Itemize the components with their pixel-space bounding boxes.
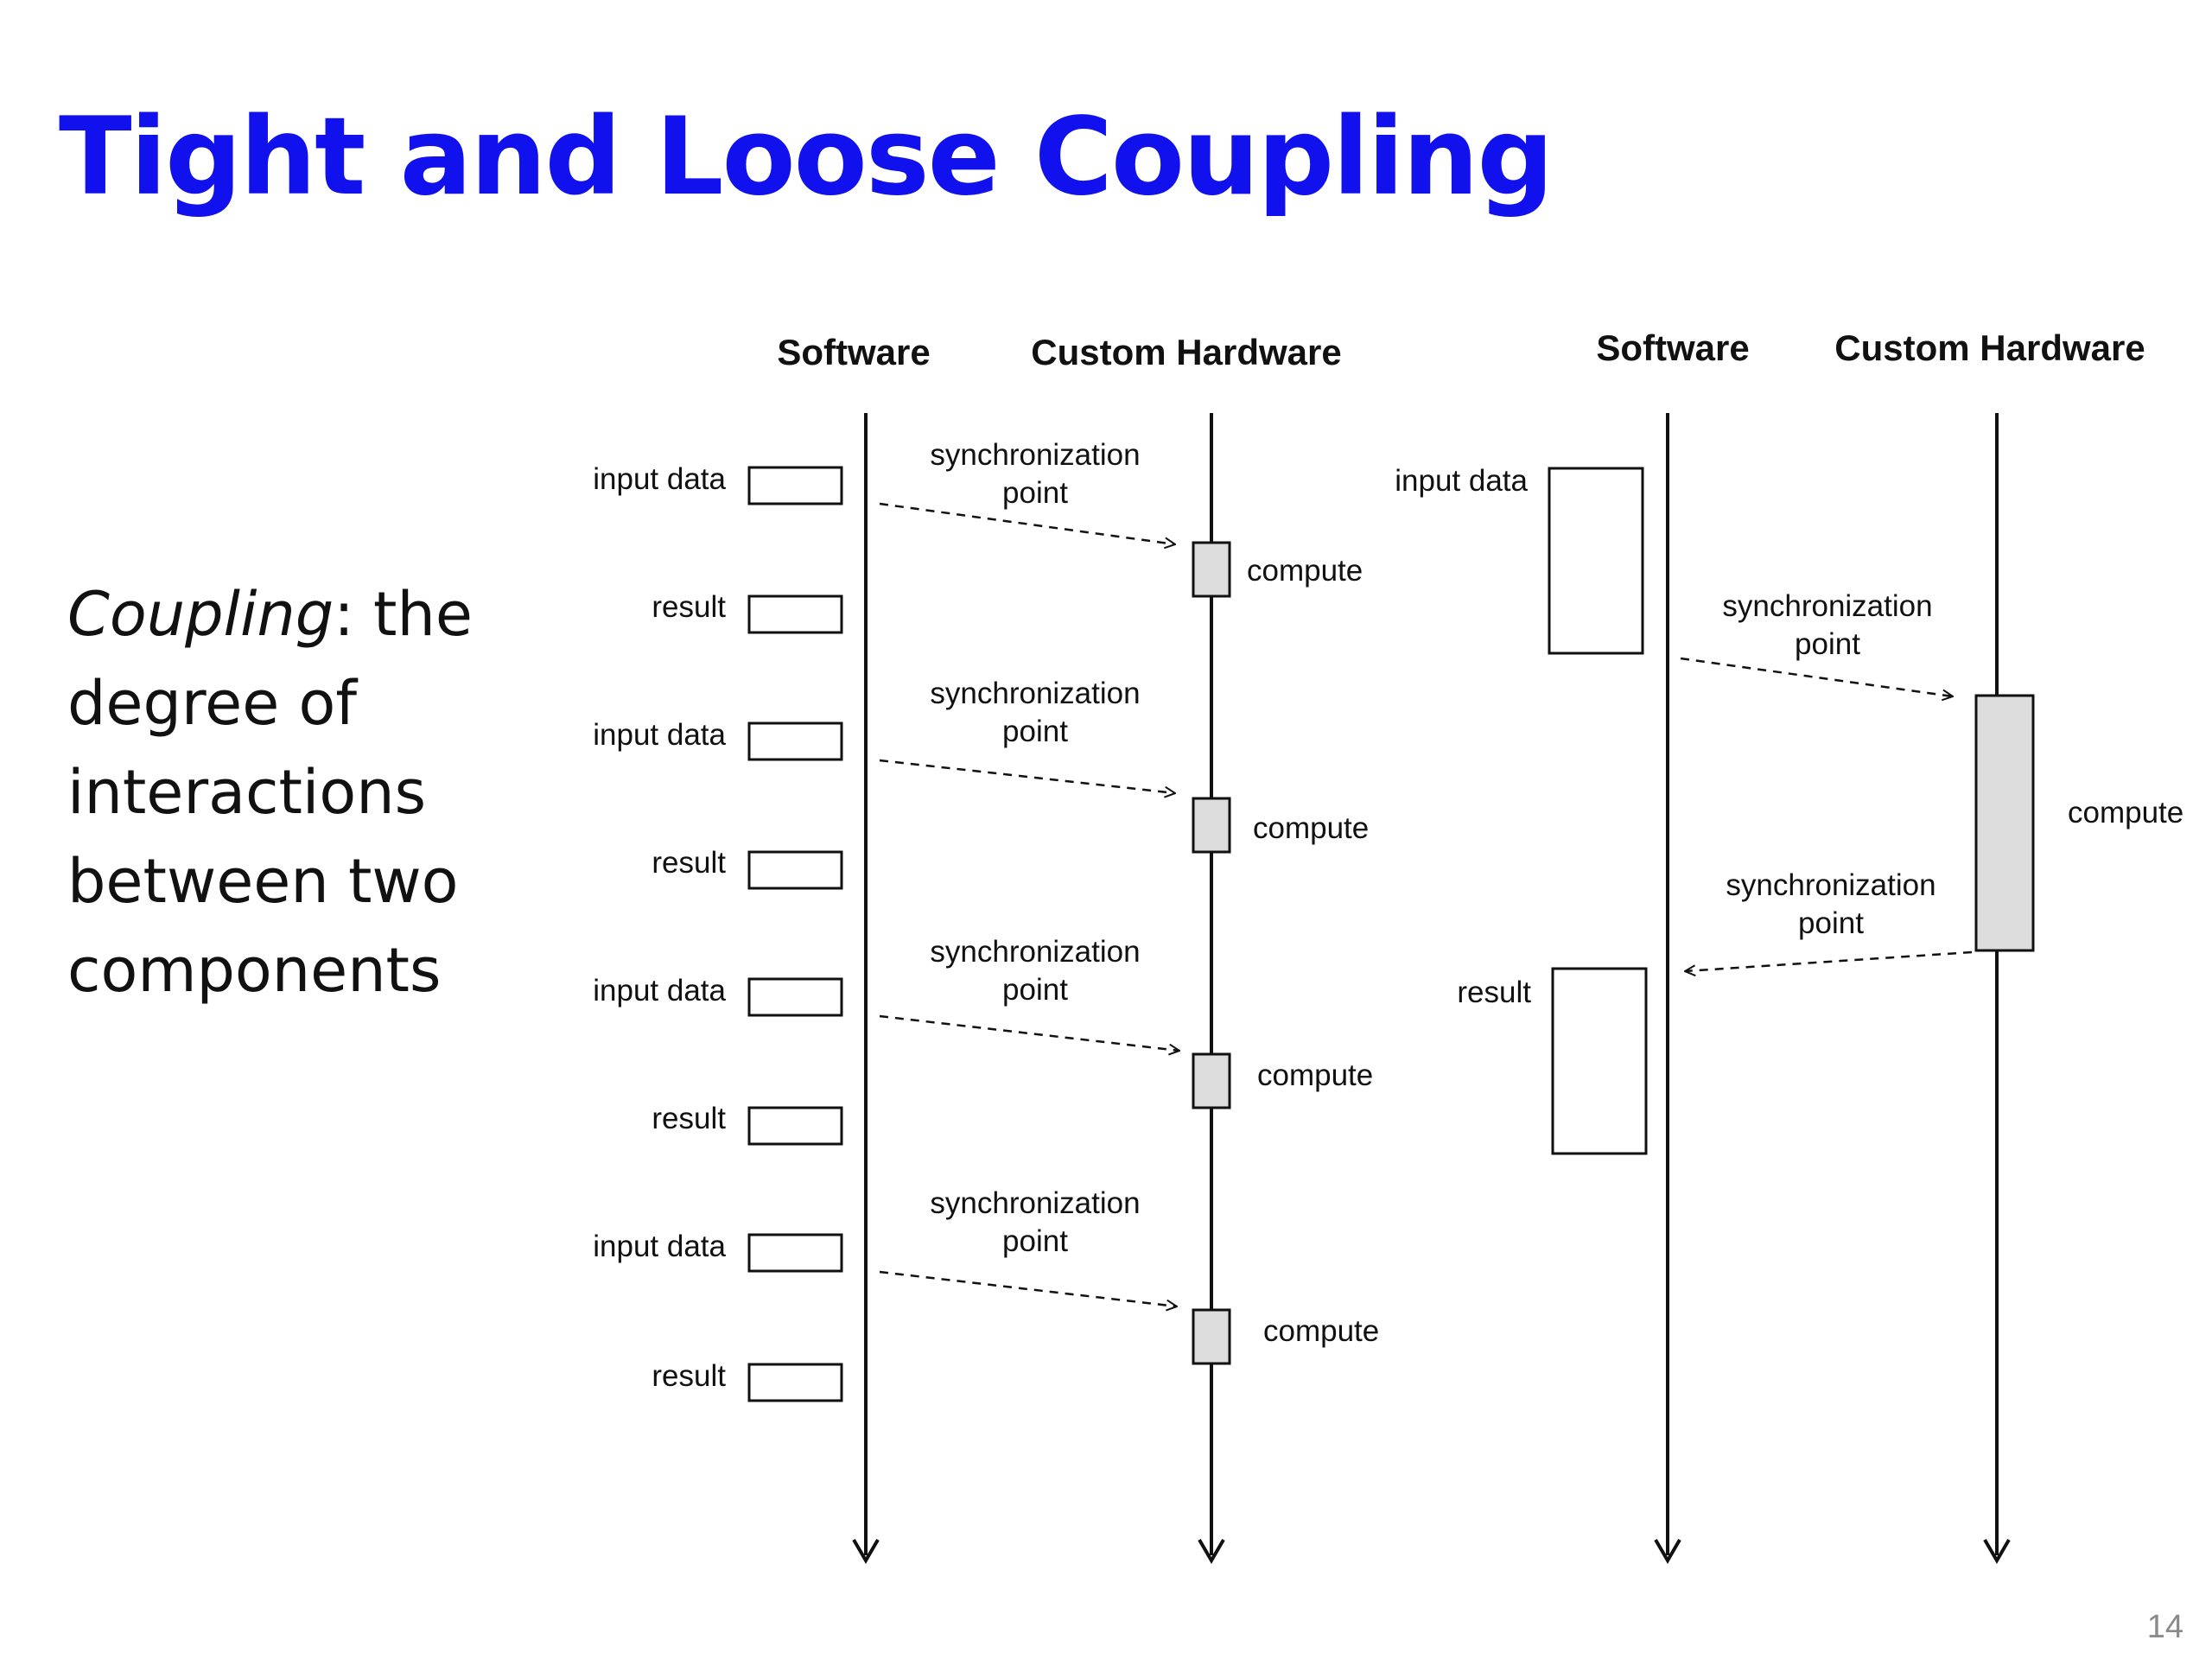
input-data-label: input data <box>593 974 726 1007</box>
input-data-label: input data <box>593 718 726 752</box>
sync-point-label: synchronization <box>930 438 1140 472</box>
compute-block <box>1192 541 1231 598</box>
input-data-label: input data <box>593 462 726 496</box>
input-data-box <box>747 466 843 505</box>
sync-point-label: point <box>1002 973 1068 1007</box>
compute-label: compute <box>1263 1314 1379 1348</box>
sync-arrow <box>879 759 1175 793</box>
loose-compute-block <box>1974 694 2035 952</box>
compute-label: compute <box>1247 554 1363 588</box>
tight-step: input data result synchronization point … <box>593 1186 1379 1402</box>
loose-software-lifeline <box>1654 413 1681 1564</box>
sync-point-label: synchronization <box>930 677 1140 710</box>
result-label: result <box>652 846 726 880</box>
tight-step: input data result synchronization point … <box>593 677 1369 890</box>
loose-result-label: result <box>1457 976 1531 1009</box>
page-number: 14 <box>2146 1609 2183 1645</box>
sync-point-label: synchronization <box>930 935 1140 969</box>
loose-result-box <box>1551 967 1648 1155</box>
input-data-box <box>747 977 843 1017</box>
definition-term: Coupling <box>67 579 334 650</box>
loose-sync-to-sw-label: synchronization <box>1726 868 1936 902</box>
input-data-box <box>747 721 843 761</box>
definition-rest: : the degree of interactions between two… <box>67 579 473 1006</box>
slide-title: Tight and Loose Coupling <box>59 95 1554 219</box>
result-label: result <box>652 1359 726 1393</box>
compute-block <box>1192 1052 1231 1109</box>
loose-coupling-diagram: Software Custom Hardware input data sync… <box>1395 327 2183 1564</box>
tight-hardware-header: Custom Hardware <box>1031 332 1341 372</box>
sync-point-label: point <box>1002 715 1068 748</box>
loose-compute-label: compute <box>2068 796 2183 830</box>
loose-input-data-box <box>1548 467 1644 655</box>
input-data-label: input data <box>593 1230 726 1263</box>
tight-hardware-lifeline <box>1198 413 1225 1564</box>
tight-coupling-diagram: Software Custom Hardware input data resu… <box>593 332 1379 1564</box>
compute-block <box>1192 1308 1231 1365</box>
loose-software-header: Software <box>1596 327 1749 368</box>
loose-hardware-lifeline <box>1983 413 2011 1564</box>
sync-arrow <box>879 502 1175 544</box>
compute-block <box>1192 797 1231 854</box>
loose-sync-to-sw-label: point <box>1798 906 1864 940</box>
result-box <box>747 1363 843 1402</box>
sync-point-label: point <box>1002 1224 1068 1258</box>
loose-sync-to-hw-label: point <box>1795 627 1860 661</box>
result-box <box>747 1106 843 1146</box>
compute-label: compute <box>1253 811 1369 845</box>
loose-hardware-header: Custom Hardware <box>1834 327 2145 368</box>
result-label: result <box>652 590 726 624</box>
tight-step: input data result synchronization point … <box>593 935 1373 1146</box>
sync-arrow <box>879 1014 1179 1051</box>
result-box <box>747 594 843 634</box>
result-label: result <box>652 1102 726 1135</box>
sync-point-label: point <box>1002 476 1068 510</box>
compute-label: compute <box>1257 1058 1373 1092</box>
coupling-definition: Coupling: the degree of interactions bet… <box>67 570 517 1015</box>
loose-sync-to-hw-arrow <box>1680 657 1953 696</box>
tight-software-header: Software <box>777 332 930 372</box>
loose-sync-to-hw-label: synchronization <box>1722 589 1932 623</box>
loose-sync-to-sw-arrow <box>1685 950 1973 971</box>
loose-input-data-label: input data <box>1395 464 1528 498</box>
tight-step: input data result synchronization point … <box>593 438 1363 634</box>
sync-point-label: synchronization <box>930 1186 1140 1220</box>
result-box <box>747 850 843 890</box>
tight-software-lifeline <box>852 413 880 1564</box>
sync-arrow <box>879 1270 1177 1306</box>
input-data-box <box>747 1233 843 1273</box>
